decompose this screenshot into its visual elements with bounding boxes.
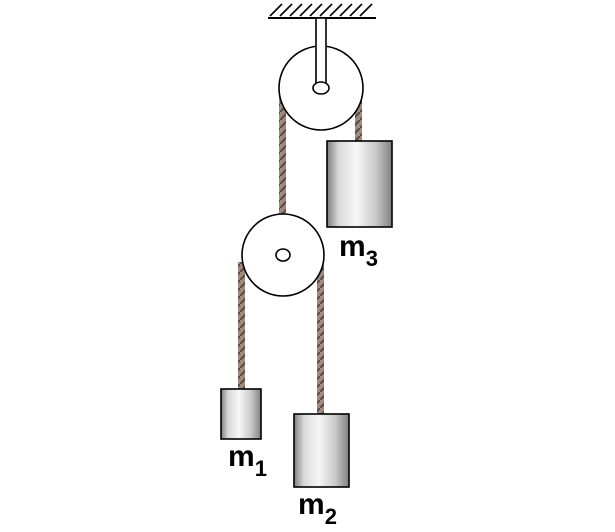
lower-pulley <box>241 213 325 297</box>
label-m2: m2 <box>298 488 337 529</box>
label-m3: m3 <box>339 230 378 271</box>
block-m3 <box>326 140 393 228</box>
upper-pulley-axle <box>312 81 330 95</box>
rope-upper-right <box>355 96 362 142</box>
label-m1-base: m <box>228 440 255 473</box>
block-m1 <box>220 388 262 440</box>
lower-pulley-axle <box>275 248 291 262</box>
label-m3-sub: 3 <box>366 246 378 271</box>
ceiling-support <box>268 3 376 19</box>
block-m2 <box>293 413 350 488</box>
upper-pulley-hanger <box>315 17 327 89</box>
label-m2-base: m <box>298 488 325 521</box>
rope-lower-right <box>317 262 324 415</box>
rope-upper-left <box>279 90 286 254</box>
label-m1: m1 <box>228 440 267 481</box>
ceiling-hatching <box>269 3 373 17</box>
label-m3-base: m <box>339 230 366 263</box>
label-m1-sub: 1 <box>255 456 267 481</box>
label-m2-sub: 2 <box>325 504 337 529</box>
upper-pulley <box>278 17 364 131</box>
rope-lower-left <box>238 262 245 390</box>
ropes <box>238 90 362 415</box>
